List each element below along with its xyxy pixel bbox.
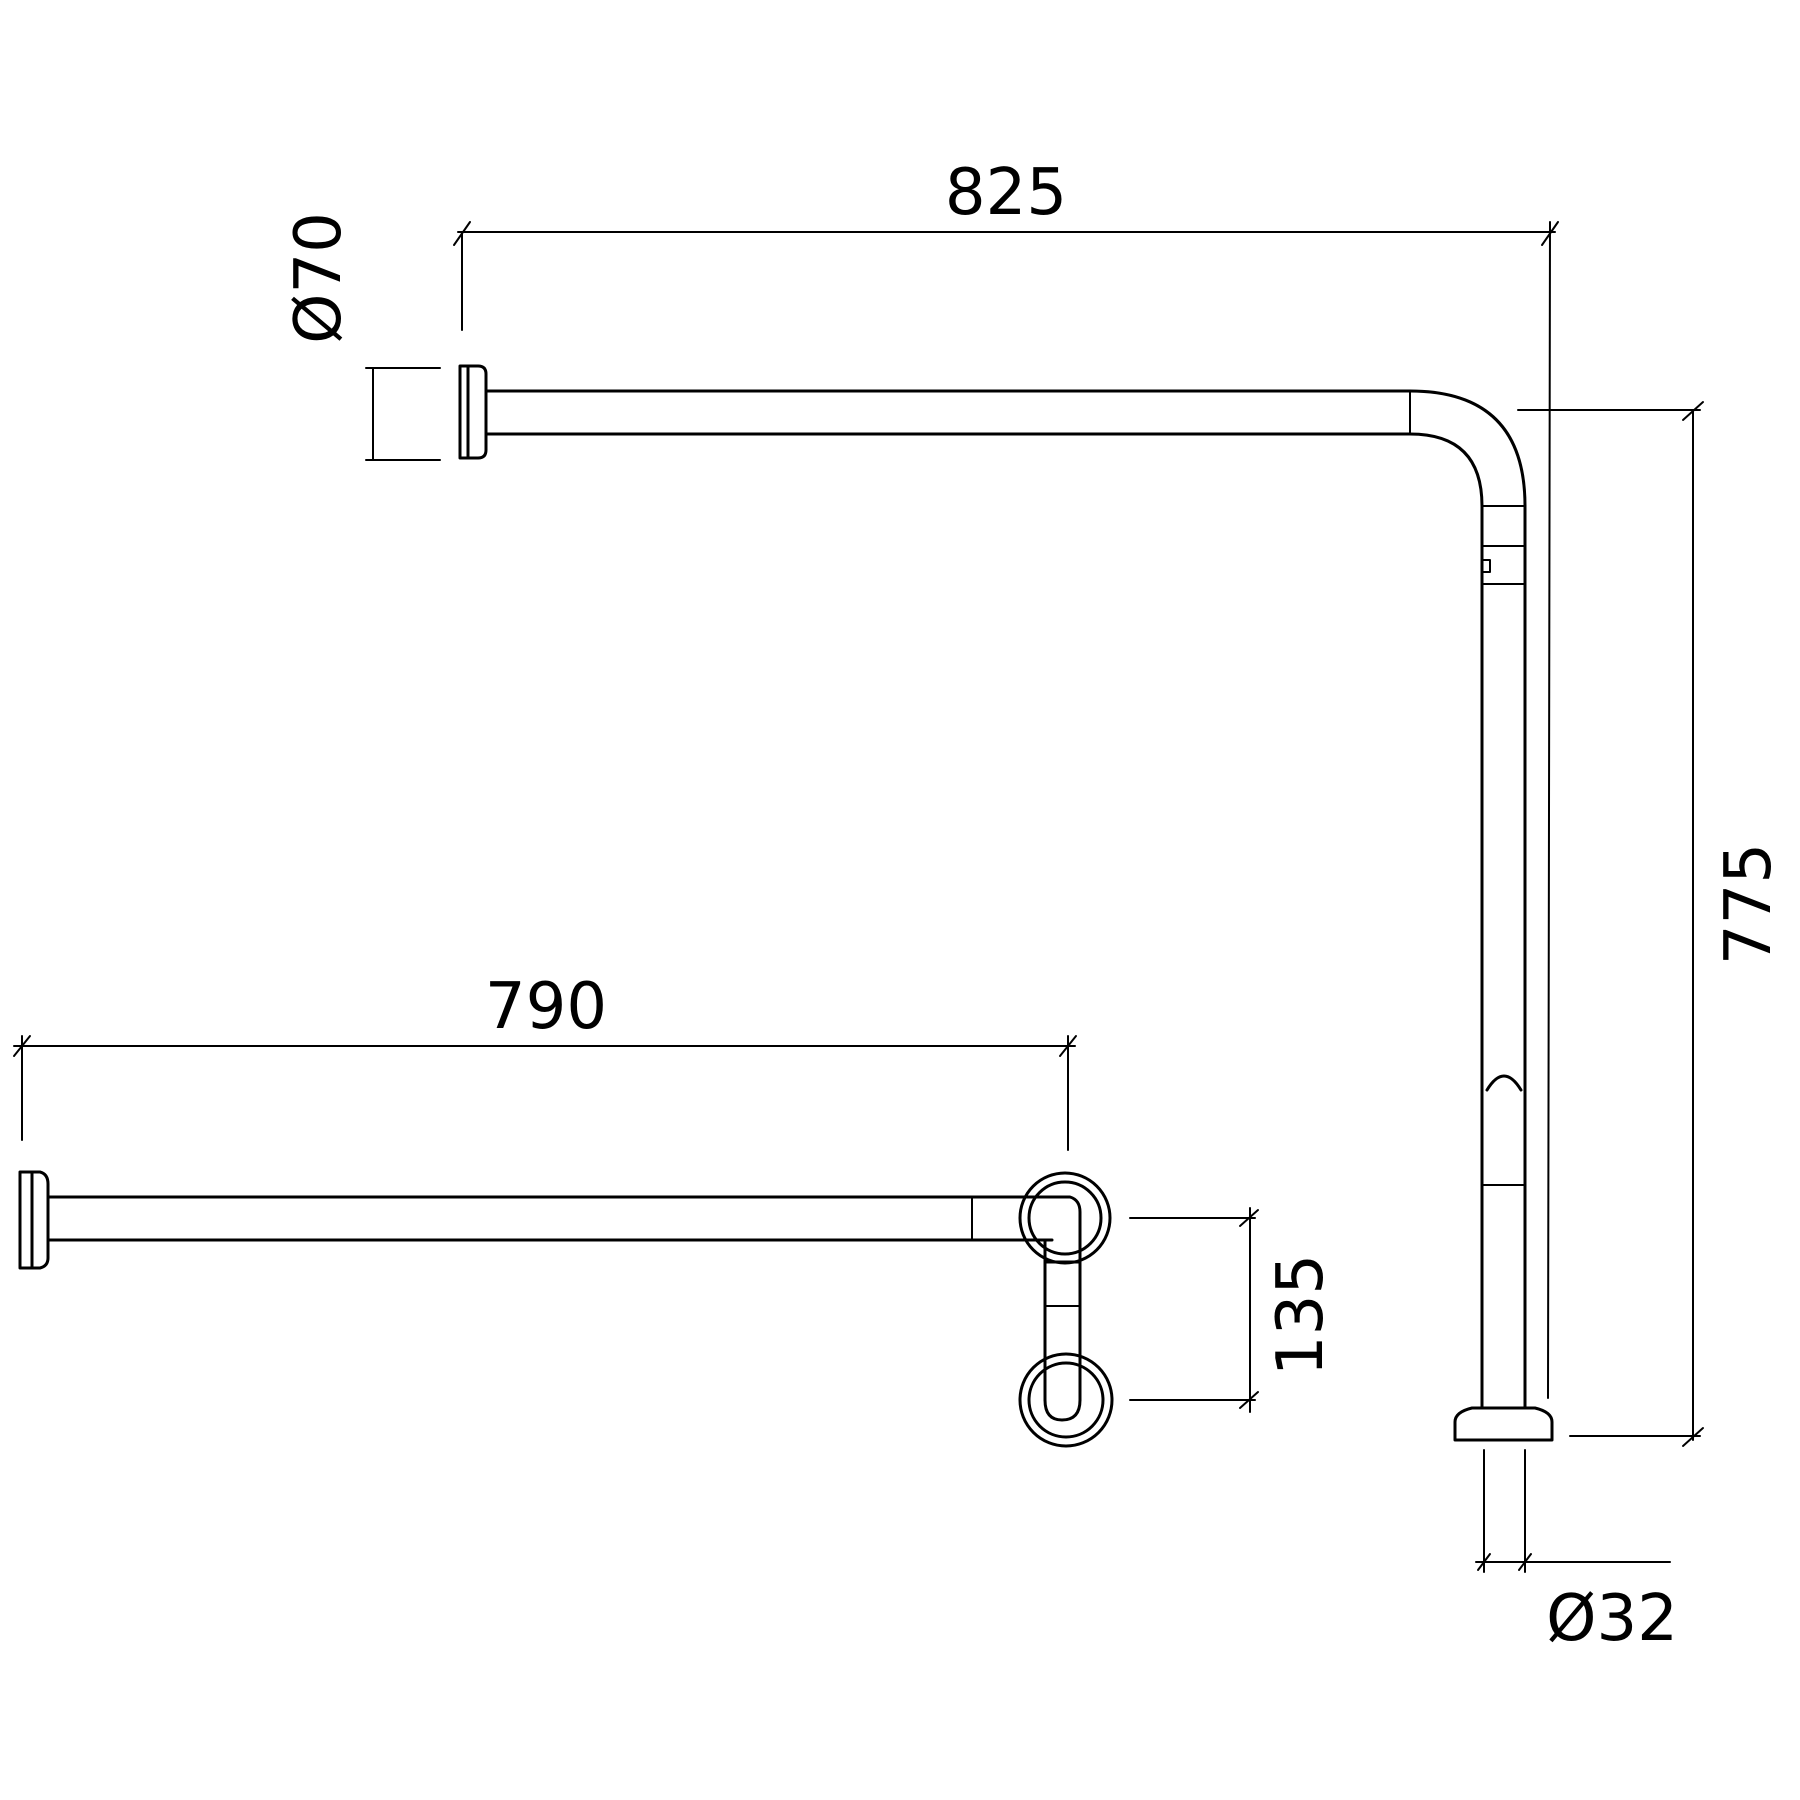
rail-bend-outer [1408, 389, 1527, 508]
plan-corner-rosette-outer [1018, 1171, 1112, 1265]
dim-825-tick-left [453, 221, 471, 246]
dim-790-label: 790 [485, 970, 607, 1044]
dim-825-label: 825 [945, 156, 1067, 230]
dim-135-tick-bottom [1239, 1391, 1259, 1409]
dim-775-tick-bottom [1682, 1427, 1704, 1447]
vertical-rail-slot [1485, 1074, 1523, 1092]
side-view-dimensions [365, 221, 1704, 1573]
dim-790-tick-right [1059, 1035, 1077, 1057]
dim-775-tick-top [1682, 401, 1704, 421]
dim-135-label: 135 [1264, 1254, 1338, 1376]
vertical-rail-clip [1481, 559, 1491, 573]
plan-view-dimensions [13, 1035, 1259, 1413]
dim-d32-label: Ø32 [1546, 1582, 1678, 1656]
dim-825-ext-right [1547, 221, 1551, 1399]
plan-floor-rosette-tube [1043, 1358, 1082, 1422]
dim-775-label: 775 [1712, 843, 1786, 965]
plan-floor-rosette-inner [1027, 1361, 1105, 1439]
wall-flange-plan [18, 1170, 50, 1270]
dim-135-tick-top [1239, 1209, 1259, 1227]
dim-d70-label: Ø70 [282, 212, 356, 344]
side-view [458, 364, 1554, 1442]
plan-view [18, 1170, 1114, 1448]
plan-floor-rosette-outer [1018, 1352, 1114, 1448]
wall-flange-top [458, 364, 488, 460]
dim-825-tick-right [1541, 221, 1559, 246]
rail-bend-inner [1408, 432, 1484, 508]
dim-790-tick-left [13, 1035, 31, 1057]
dim-d32-tick-left [1477, 1553, 1491, 1571]
plan-corner-rosette-inner [1027, 1180, 1103, 1256]
dim-d32-tick-right [1518, 1553, 1532, 1571]
floor-flange [1453, 1406, 1554, 1442]
